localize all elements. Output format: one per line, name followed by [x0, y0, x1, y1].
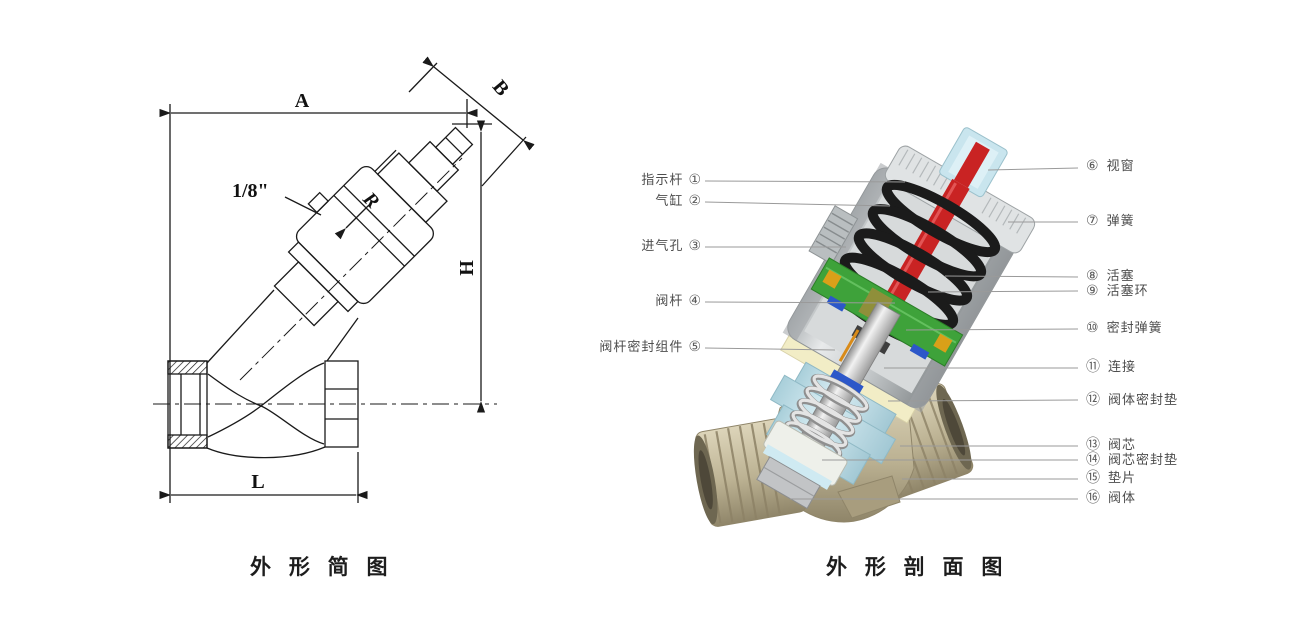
label-number: ⑥: [1086, 157, 1100, 173]
seal-spring: [783, 373, 870, 460]
label-number: ④: [688, 292, 702, 308]
label-text: 视窗: [1106, 158, 1135, 173]
label-text: 阀杆密封组件: [599, 339, 684, 354]
label-text: 气缸: [655, 193, 684, 208]
label-text: 连接: [1108, 359, 1137, 374]
disc-nut: [756, 456, 821, 510]
label-text: 指示杆: [641, 172, 684, 187]
indicator-rod-tip: [954, 141, 990, 188]
label-number: ⑫: [1086, 391, 1101, 407]
left-figure-caption: 外 形 简 图: [250, 556, 394, 579]
label-text: 密封弹簧: [1106, 320, 1163, 335]
actuator-centerline: [239, 157, 463, 381]
actuator-assembly: [756, 127, 1036, 510]
label-text: 弹簧: [1106, 213, 1135, 228]
label-number: ③: [688, 237, 702, 253]
label-number: ⑪: [1086, 358, 1101, 374]
right-figure-caption: 外 形 剖 面 图: [826, 556, 1009, 579]
dim-B: B: [488, 76, 513, 100]
label-valve-stem: 阀杆 ④: [655, 292, 702, 309]
label-text: 阀体: [1108, 490, 1137, 505]
label-text: 进气孔: [641, 238, 684, 253]
label-text: 活塞: [1106, 268, 1135, 283]
dim-H: H: [456, 260, 478, 276]
label-sight-window: ⑥ 视窗: [1086, 157, 1135, 174]
dim-port: 1/8": [232, 180, 269, 202]
label-spring: ⑦ 弹簧: [1086, 212, 1135, 229]
label-washer: ⑮ 垫片: [1086, 469, 1137, 486]
label-number: ⑭: [1086, 451, 1101, 467]
label-seal-spring: ⑩ 密封弹簧: [1086, 319, 1163, 336]
label-number: ⑨: [1086, 282, 1100, 298]
label-text: 阀杆: [655, 293, 684, 308]
label-indicator-rod: 指示杆 ①: [641, 171, 702, 188]
label-valve-core: ⑬ 阀芯: [1086, 436, 1137, 453]
label-number: ⑬: [1086, 436, 1101, 452]
dim-L: L: [251, 471, 264, 493]
dimension-lines: A B H L 1/8" R: [159, 56, 535, 503]
label-number: ①: [688, 171, 702, 187]
label-text: 阀芯: [1108, 437, 1137, 452]
label-valve-body: ⑯ 阀体: [1086, 489, 1137, 506]
label-text: 活塞环: [1106, 283, 1149, 298]
label-number: ⑯: [1086, 489, 1101, 505]
piston-ring: [826, 295, 847, 312]
label-text: 阀体密封垫: [1108, 392, 1179, 407]
outline-drawing: A B H L 1/8" R: [153, 56, 535, 503]
label-text: 垫片: [1108, 470, 1137, 485]
stem-seal: [829, 369, 864, 395]
leader-lines: [704, 167, 1079, 500]
label-air-inlet: 进气孔 ③: [641, 237, 702, 254]
label-connection: ⑪ 连接: [1086, 358, 1137, 375]
label-body-seal-gasket: ⑫ 阀体密封垫: [1086, 391, 1179, 408]
label-stem-seal-assembly: 阀杆密封组件 ⑤: [599, 338, 702, 355]
label-number: ⑦: [1086, 212, 1100, 228]
label-piston-ring: ⑨ 活塞环: [1086, 282, 1149, 299]
dim-A: A: [295, 90, 310, 112]
label-core-seal-gasket: ⑭ 阀芯密封垫: [1086, 451, 1179, 468]
label-cylinder: 气缸 ②: [655, 192, 702, 209]
label-piston: ⑧ 活塞: [1086, 267, 1135, 284]
label-number: ⑮: [1086, 469, 1101, 485]
label-number: ⑧: [1086, 267, 1100, 283]
disc-seal-gasket: [762, 444, 832, 490]
label-number: ②: [688, 192, 702, 208]
actuator-outline: [273, 126, 474, 327]
dim-R: R: [358, 187, 384, 213]
label-number: ⑩: [1086, 319, 1100, 335]
label-number: ⑤: [688, 338, 702, 354]
valve-body-outline: [167, 289, 359, 459]
label-text: 阀芯密封垫: [1108, 452, 1179, 467]
cutaway-illustration: [693, 127, 1079, 527]
